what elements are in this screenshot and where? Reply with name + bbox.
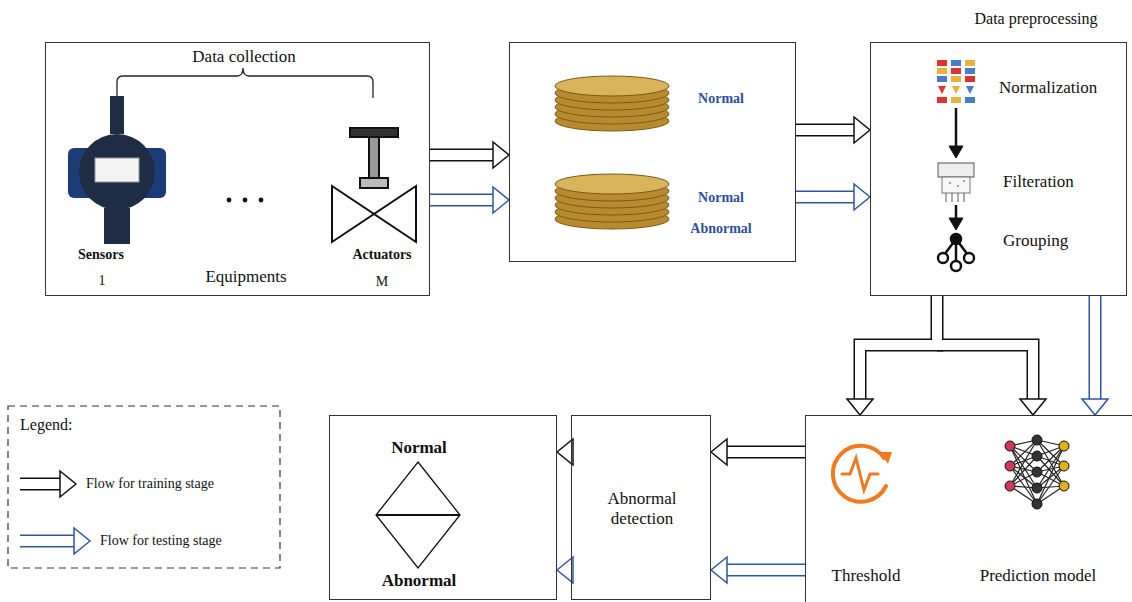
- legend-frame: [8, 406, 280, 568]
- disk: [555, 174, 669, 194]
- net-node: [1032, 435, 1042, 445]
- node-label: Normal: [698, 91, 744, 107]
- database-stack: [555, 76, 669, 131]
- flow-arrow: [711, 439, 805, 465]
- arrow-head: [60, 471, 76, 497]
- process-box: NormalNormalAbnormal: [509, 42, 796, 262]
- legend-samples: [20, 471, 90, 554]
- node-label: Equipments: [205, 267, 286, 287]
- process-box: Threshold Prediction model: [805, 415, 1132, 602]
- arrow-head: [74, 528, 90, 554]
- node-label: Threshold: [832, 566, 901, 586]
- node-label: Data collection: [192, 47, 295, 67]
- net-node: [1059, 441, 1069, 451]
- arrow-shaft-outline: [860, 296, 937, 399]
- sensor-icon: [68, 96, 166, 244]
- net-node: [1032, 467, 1042, 477]
- decision-diamond: [376, 462, 460, 568]
- arrow-head: [493, 142, 509, 168]
- arrow-shaft-fill: [430, 195, 493, 205]
- flow-arrow: [711, 557, 805, 583]
- threshold-icon: [833, 446, 892, 502]
- arrow-shaft-outline: [937, 345, 1033, 399]
- node-label: 1: [99, 273, 106, 289]
- valve-icon: [332, 128, 416, 242]
- legend-heading: Legend:: [20, 416, 72, 434]
- arrow-shaft-outline: [796, 191, 854, 204]
- arrow-shaft-outline: [1089, 296, 1102, 399]
- disk: [555, 76, 669, 96]
- arrow-shaft-outline: [20, 535, 74, 548]
- arrow-shaft-outline: [430, 194, 493, 207]
- arrow-shaft-outline: [20, 478, 60, 491]
- normalization-icon: [937, 60, 975, 103]
- process-box: Abnormal detection: [571, 415, 711, 600]
- arrow-head: [1082, 399, 1108, 415]
- node-label: Abnormal detection: [582, 489, 702, 528]
- arrow-head: [1020, 399, 1046, 415]
- arrow-shaft-fill: [430, 150, 493, 160]
- node-label: M: [376, 274, 388, 290]
- process-box: NormalAbnormal: [329, 415, 557, 600]
- arrow-shaft-fill: [937, 345, 1033, 399]
- arrow-head: [711, 439, 727, 465]
- arrow-head: [493, 187, 509, 213]
- arrow-shaft-fill: [796, 192, 854, 202]
- arrow-shaft-outline: [727, 446, 805, 459]
- arrow-head: [854, 184, 870, 210]
- arrow-shaft-fill: [20, 479, 60, 489]
- arrow-head: [854, 117, 870, 143]
- node-label: Normal: [391, 438, 447, 458]
- net-node: [1059, 461, 1069, 471]
- arrow-shaft-fill: [20, 536, 74, 546]
- node-label: Sensors: [78, 247, 124, 263]
- node-label: Actuators: [352, 247, 411, 263]
- flow-arrow: [1082, 296, 1108, 415]
- arrow-shaft-fill: [1090, 296, 1100, 399]
- bracket: [117, 68, 373, 98]
- arrow-shaft-fill: [860, 296, 937, 399]
- arrow-shaft-fill: [727, 565, 805, 575]
- node-label: Abnormal: [382, 571, 457, 591]
- arrow-shaft-fill: [727, 447, 805, 457]
- node-label: Prediction model: [980, 566, 1097, 586]
- flow-arrow: [796, 117, 870, 143]
- net-node: [1032, 451, 1042, 461]
- node-label: Filteration: [1003, 172, 1074, 192]
- arrow-shaft-outline: [727, 564, 805, 577]
- arrow-shaft-outline: [796, 124, 854, 137]
- net-node: [1032, 483, 1042, 493]
- net-node: [1005, 461, 1015, 471]
- neural-network-icon: [1005, 435, 1069, 509]
- flow-arrow: [430, 187, 509, 213]
- flow-arrow: [847, 296, 1046, 415]
- node-label: Data preprocessing: [974, 10, 1097, 28]
- legend-text: Flow for testing stage: [100, 533, 222, 549]
- legend-text: Flow for training stage: [86, 476, 214, 492]
- net-node: [1005, 441, 1015, 451]
- net-node: [1059, 481, 1069, 491]
- arrow-shaft-fill: [796, 125, 854, 135]
- flow-arrow: [796, 184, 870, 210]
- node-label: Normal: [698, 190, 744, 206]
- database-stack: [555, 174, 669, 229]
- arrow-head: [847, 399, 873, 415]
- node-label: Normalization: [999, 78, 1097, 98]
- arrow-shaft-outline: [430, 149, 493, 162]
- node-label: Grouping: [1003, 231, 1068, 251]
- node-label: Abnormal: [690, 221, 751, 237]
- grouping-icon: [938, 234, 974, 271]
- filter-icon: [938, 163, 974, 202]
- net-node: [1005, 481, 1015, 491]
- ellipsis-dots: [227, 198, 264, 203]
- arrow-head: [711, 557, 727, 583]
- flow-arrow: [430, 142, 509, 168]
- net-node: [1032, 499, 1042, 509]
- process-box: Data collectionSensors 1 Equipments Actuato…: [45, 42, 430, 296]
- process-box: Data preprocessingNormalizationFilterati…: [870, 42, 1127, 296]
